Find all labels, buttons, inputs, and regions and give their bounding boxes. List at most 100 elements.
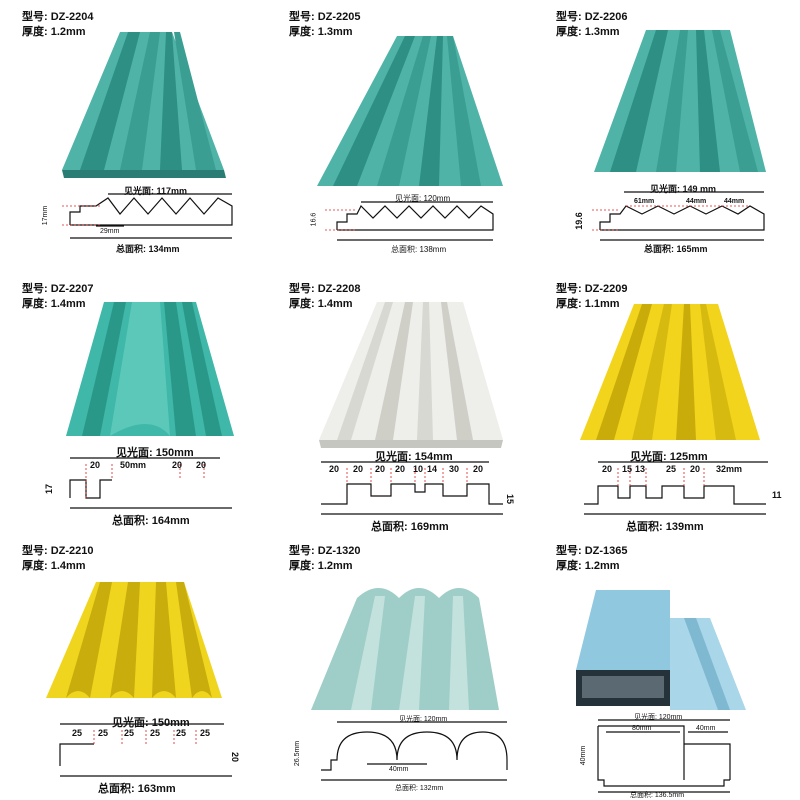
dimension-label: 20 bbox=[172, 460, 183, 470]
product-card-dz-1365[interactable]: 型号: DZ-1365 厚度: 1.2mm 见光面: 120mm 总面积: 13… bbox=[534, 534, 800, 800]
thickness-label: 厚度: 1.4mm bbox=[22, 298, 86, 310]
product-card-dz-1320[interactable]: 型号: DZ-1320 厚度: 1.2mm 见光面: 120mm 总面积: 13… bbox=[267, 534, 533, 800]
dimension-label: 44mm bbox=[724, 198, 745, 205]
dimension-label: 15 bbox=[622, 464, 633, 474]
model-label: 型号: DZ-2205 bbox=[289, 11, 361, 23]
product-header: 型号: DZ-2208 厚度: 1.4mm bbox=[289, 282, 361, 312]
profile-drawing bbox=[597, 719, 731, 793]
height-label: 26.5mm bbox=[294, 740, 302, 767]
total-width-label: 总面积: 134mm bbox=[116, 244, 180, 254]
total-width-label: 总面积: 164mm bbox=[112, 515, 190, 527]
profile-drawing bbox=[584, 461, 768, 515]
visible-width-label: 见光面: 120mm bbox=[634, 714, 683, 721]
model-label: 型号: DZ-2208 bbox=[289, 283, 361, 295]
dimension-label: 32mm bbox=[716, 464, 743, 474]
thickness-label: 厚度: 1.2mm bbox=[22, 26, 86, 38]
product-card-dz-2208[interactable]: 型号: DZ-2208 厚度: 1.4mm 见光面: 154mm 总面积: 16… bbox=[267, 272, 533, 538]
dimension-label: 13 bbox=[635, 464, 646, 474]
dimension-label: 14 bbox=[427, 464, 438, 474]
total-width-label: 总面积: 169mm bbox=[371, 521, 449, 533]
product-header: 型号: DZ-2209 厚度: 1.1mm bbox=[556, 282, 628, 312]
visible-width-label: 见光面: 149 mm bbox=[650, 184, 717, 194]
panel-photo bbox=[594, 30, 766, 172]
model-label: 型号: DZ-2207 bbox=[22, 283, 94, 295]
profile-drawing bbox=[62, 193, 233, 239]
dimension-label: 61mm bbox=[634, 198, 655, 205]
model-label: 型号: DZ-2204 bbox=[22, 11, 94, 23]
product-card-dz-2209[interactable]: 型号: DZ-2209 厚度: 1.1mm 见光面: 125mm 总面积: 13… bbox=[534, 272, 800, 538]
profile-drawing bbox=[59, 723, 232, 777]
dimension-label: 10 bbox=[413, 464, 424, 474]
total-width-label: 总面积: 139mm bbox=[626, 521, 704, 533]
dimension-label: 20 bbox=[353, 464, 364, 474]
visible-width-label: 见光面: 120mm bbox=[399, 716, 448, 723]
dimension-label: 40mm bbox=[696, 725, 716, 732]
height-label: 17 bbox=[44, 483, 55, 495]
dimension-label: 20 bbox=[602, 464, 613, 474]
height-label: 20 bbox=[230, 751, 241, 763]
model-label: 型号: DZ-2210 bbox=[22, 545, 94, 557]
product-card-dz-2205[interactable]: 型号: DZ-2205 厚度: 1.3mm 见光面: 120mm 总面积: 13… bbox=[267, 0, 533, 266]
panel-photo bbox=[66, 302, 234, 436]
dimension-label: 20 bbox=[90, 460, 101, 470]
thickness-label: 厚度: 1.4mm bbox=[289, 298, 353, 310]
height-label: 19.6 bbox=[573, 212, 584, 230]
product-header: 型号: DZ-2210 厚度: 1.4mm bbox=[22, 544, 94, 574]
thickness-label: 厚度: 1.3mm bbox=[289, 26, 353, 38]
profile-drawing bbox=[69, 457, 232, 509]
model-label: 型号: DZ-1320 bbox=[289, 545, 361, 557]
dimension-label: 50mm bbox=[120, 460, 147, 470]
dimension-label: 25 bbox=[124, 728, 135, 738]
product-header: 型号: DZ-2207 厚度: 1.4mm bbox=[22, 282, 94, 312]
height-label: 16.6 bbox=[310, 212, 318, 227]
height-label: 11 bbox=[772, 490, 782, 500]
visible-width-label: 见光面: 117mm bbox=[124, 186, 188, 196]
thickness-label: 厚度: 1.2mm bbox=[556, 560, 620, 572]
product-header: 型号: DZ-1320 厚度: 1.2mm bbox=[289, 544, 361, 574]
visible-width-label: 见光面: 154mm bbox=[375, 451, 453, 463]
total-width-label: 总面积: 136.5mm bbox=[630, 792, 685, 799]
thickness-label: 厚度: 1.4mm bbox=[22, 560, 86, 572]
height-label: 15 bbox=[505, 493, 516, 505]
dimension-label: 25 bbox=[666, 464, 677, 474]
total-width-label: 总面积: 138mm bbox=[391, 245, 447, 254]
panel-photo bbox=[319, 302, 503, 448]
panel-photo bbox=[580, 304, 760, 440]
dimension-label: 40mm bbox=[389, 766, 409, 773]
dimension-label: 25 bbox=[200, 728, 211, 738]
visible-width-label: 见光面: 120mm bbox=[395, 194, 451, 203]
dimension-label: 20 bbox=[329, 464, 340, 474]
dimension-label: 20 bbox=[375, 464, 386, 474]
model-label: 型号: DZ-1365 bbox=[556, 545, 628, 557]
profile-drawing bbox=[321, 461, 503, 515]
dimension-label: 25 bbox=[150, 728, 161, 738]
product-header: 型号: DZ-2205 厚度: 1.3mm bbox=[289, 10, 361, 40]
thickness-label: 厚度: 1.1mm bbox=[556, 298, 620, 310]
height-label: 17mm bbox=[42, 205, 50, 226]
product-header: 型号: DZ-1365 厚度: 1.2mm bbox=[556, 544, 628, 574]
dimension-label: 25 bbox=[176, 728, 187, 738]
profile-drawing bbox=[325, 201, 494, 241]
panel-photo bbox=[311, 588, 499, 710]
total-width-label: 总面积: 132mm bbox=[395, 785, 444, 792]
visible-width-label: 见光面: 125mm bbox=[630, 451, 708, 463]
visible-width-label: 见光面: 150mm bbox=[112, 717, 190, 729]
profile-drawing bbox=[321, 721, 508, 781]
dimension-label: 20 bbox=[196, 460, 207, 470]
model-label: 型号: DZ-2209 bbox=[556, 283, 628, 295]
total-width-label: 总面积: 165mm bbox=[644, 244, 708, 254]
total-width-label: 总面积: 163mm bbox=[98, 783, 176, 795]
height-label: 40mm bbox=[580, 745, 588, 766]
profile-drawing bbox=[592, 191, 765, 241]
panel-photo bbox=[62, 32, 226, 178]
dimension-label: 25 bbox=[98, 728, 109, 738]
dimension-label: 80mm bbox=[632, 725, 652, 732]
dimension-label: 20 bbox=[473, 464, 484, 474]
visible-width-label: 见光面: 150mm bbox=[116, 447, 194, 459]
product-card-dz-2206[interactable]: 型号: DZ-2206 厚度: 1.3mm 见光面: 149 mm 总面积: 1… bbox=[534, 0, 800, 266]
product-card-dz-2207[interactable]: 型号: DZ-2207 厚度: 1.4mm 见光面: 150mm 总面积: 16… bbox=[0, 272, 266, 538]
product-card-dz-2210[interactable]: 型号: DZ-2210 厚度: 1.4mm 见光面: 150mm 总面积: 16… bbox=[0, 534, 266, 800]
panel-photo bbox=[317, 36, 503, 186]
product-card-dz-2204[interactable]: 型号: DZ-2204 厚度: 1.2mm 见光面: 117mm 总面积: 13… bbox=[0, 0, 266, 266]
panel-photo bbox=[576, 590, 746, 710]
